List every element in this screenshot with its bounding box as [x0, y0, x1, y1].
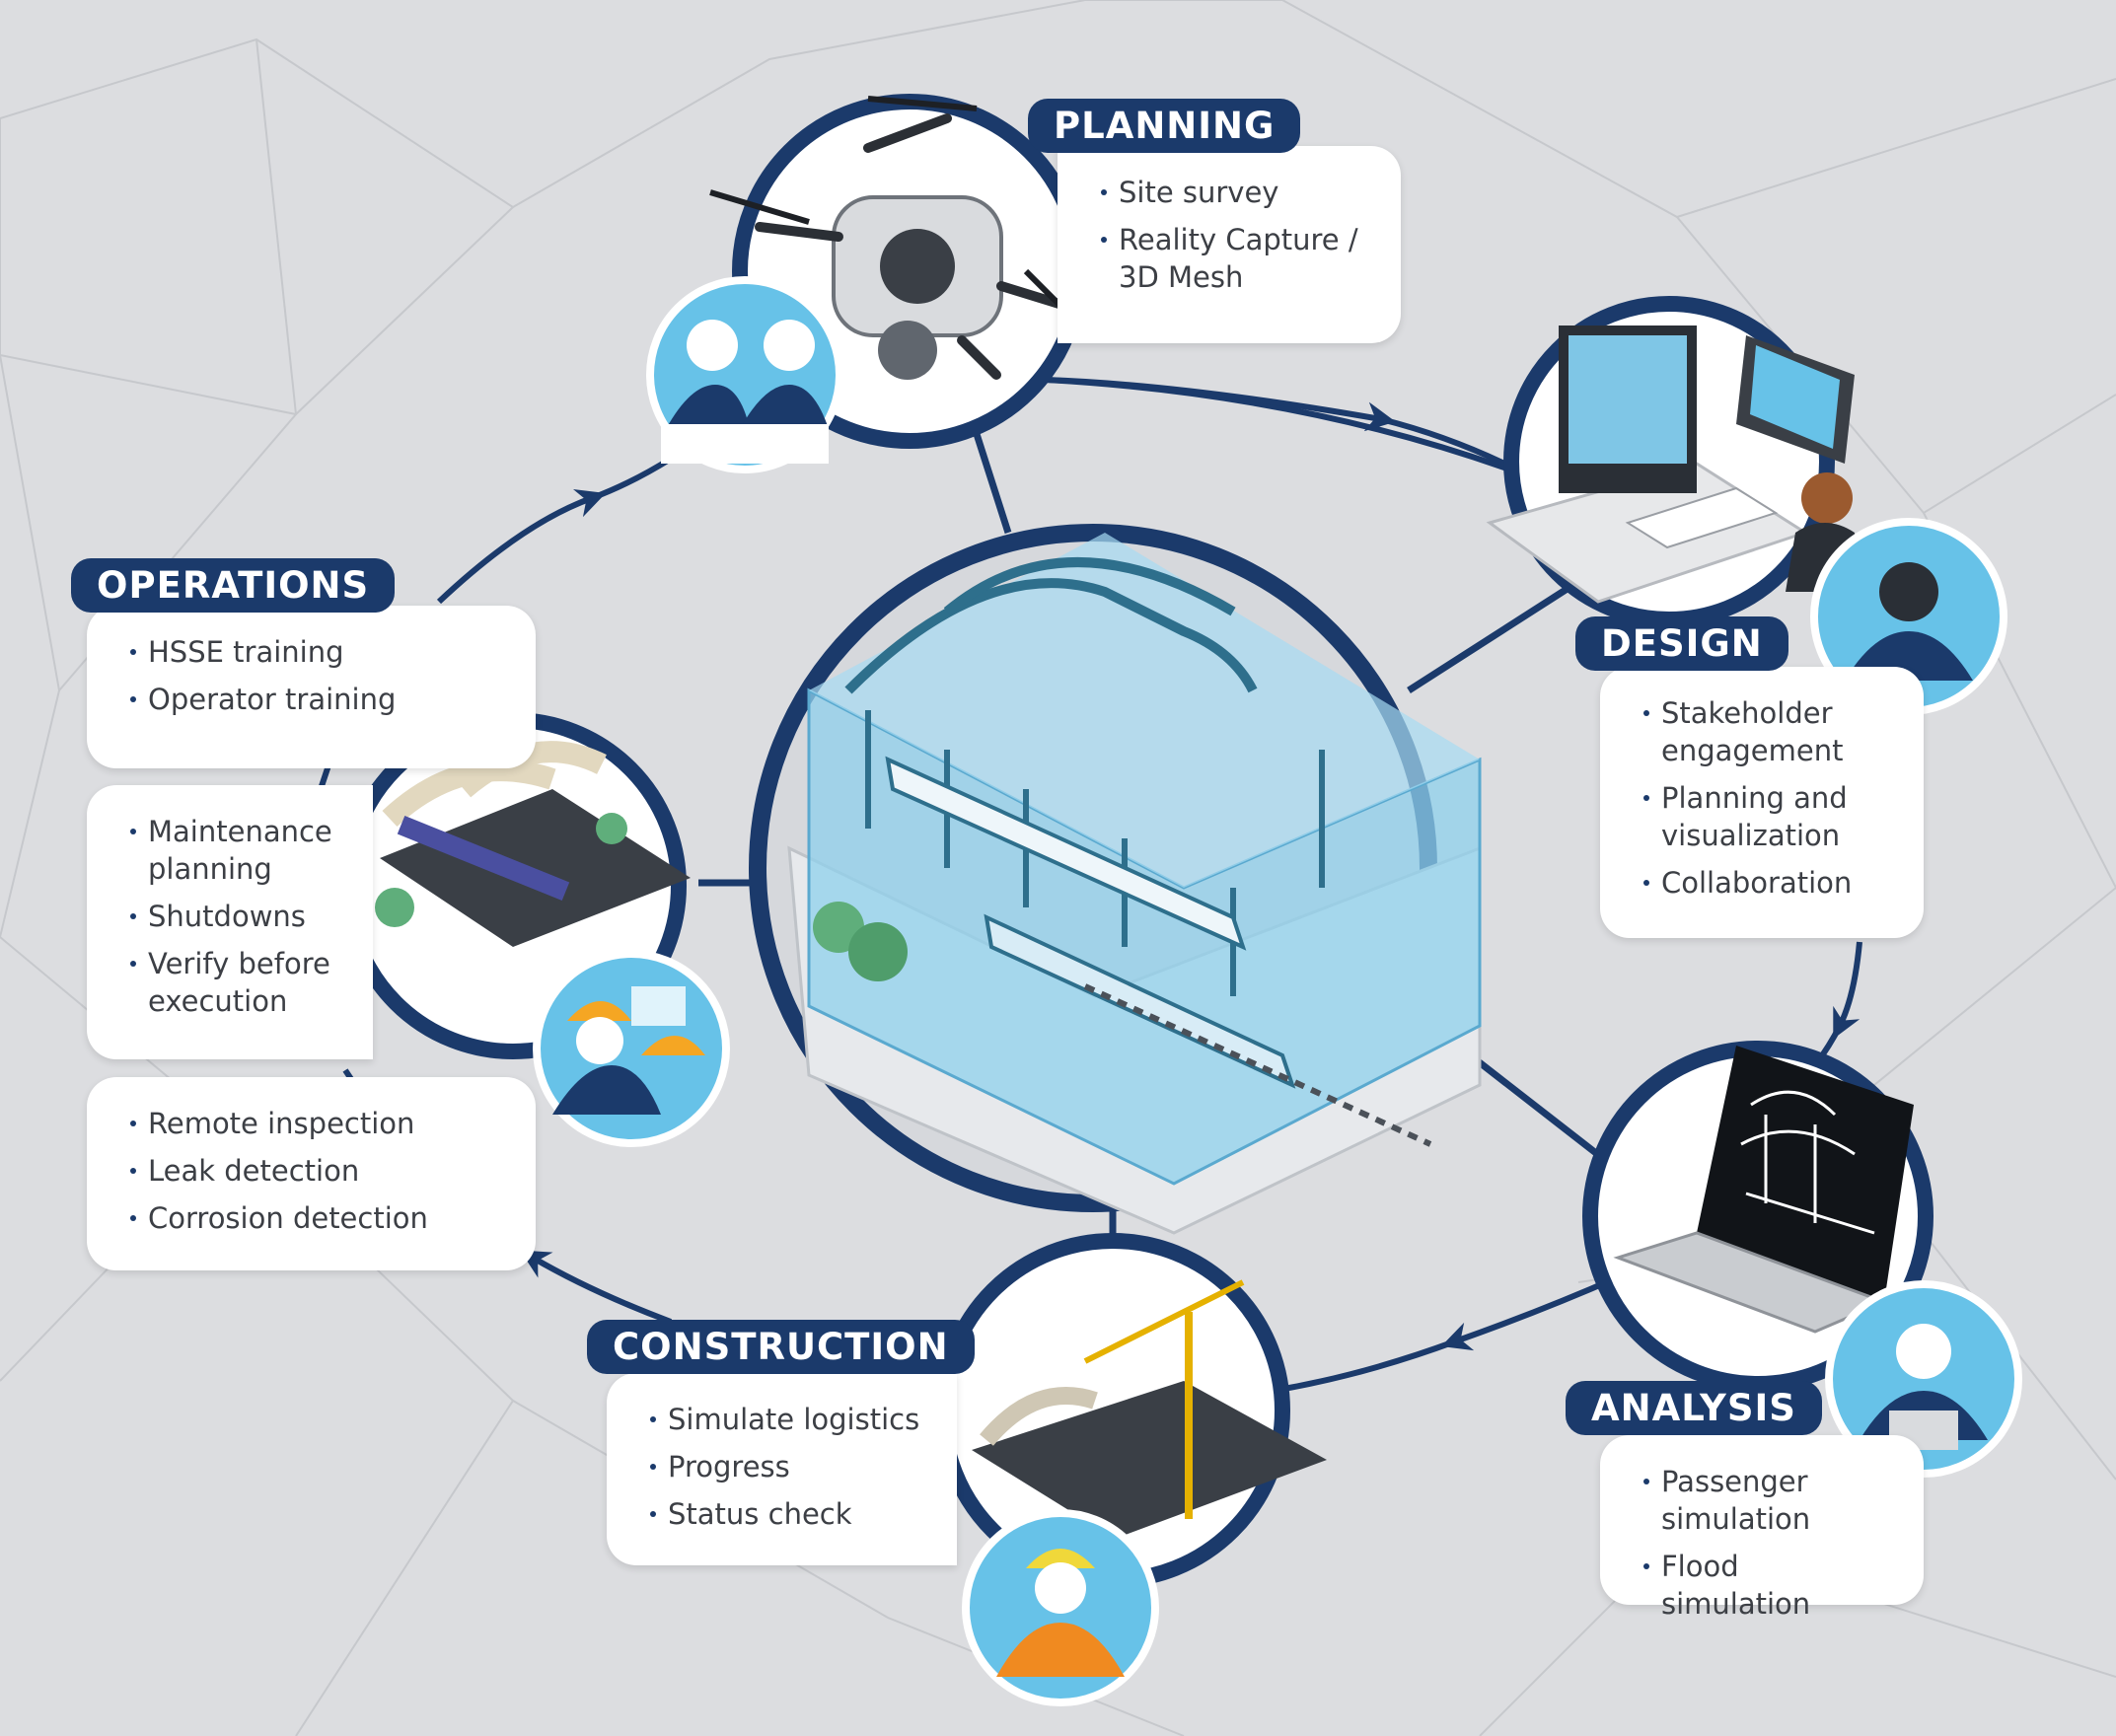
analysis-card: Passenger simulation Flood simulation: [1600, 1435, 1924, 1621]
arrow-analysis-to-construction: [1440, 1274, 1620, 1351]
operations-item: Maintenance planning: [130, 813, 345, 888]
design-title: DESIGN: [1575, 616, 1788, 671]
operations-item: Operator training: [130, 681, 508, 718]
design-item: Collaboration: [1643, 864, 1896, 902]
digital-twin-station-icon: [749, 524, 1482, 1235]
operations-maintenance-card: Maintenance planning Shutdowns Verify be…: [87, 785, 373, 1059]
operations-title: OPERATIONS: [71, 558, 396, 613]
arrow-construction-to-operations: [520, 1250, 673, 1325]
operations-inspection-card: Remote inspection Leak detection Corrosi…: [87, 1077, 536, 1270]
arrow-planning-to-design: [1045, 377, 1536, 481]
arrow-design-to-analysis: [1833, 941, 1862, 1040]
planning-card: Site survey Reality Capture / 3D Mesh: [1058, 146, 1401, 343]
operations-item: Shutdowns: [130, 898, 345, 935]
crane-icon: [935, 1233, 1327, 1588]
planning-item: Reality Capture / 3D Mesh: [1101, 221, 1373, 296]
operations-item: Leak detection: [130, 1152, 508, 1190]
construction-card: Simulate logistics Progress Status check: [607, 1373, 957, 1565]
analysis-item: Passenger simulation: [1643, 1463, 1896, 1538]
operations-item: HSSE training: [130, 633, 508, 671]
design-item: Planning and visualization: [1643, 779, 1896, 854]
construction-item: Progress: [650, 1448, 929, 1485]
construction-item: Status check: [650, 1495, 929, 1533]
construction-item: Simulate logistics: [650, 1401, 929, 1438]
analysis-item: Flood simulation: [1643, 1548, 1896, 1623]
arrow-operations-to-planning: [436, 488, 607, 605]
workstation-icon: [1486, 296, 1864, 627]
design-item: Stakeholder engagement: [1643, 694, 1896, 769]
analyst-icon: [1825, 1280, 2022, 1478]
construction-title: CONSTRUCTION: [587, 1320, 975, 1374]
laptop-icon: [1582, 1041, 1934, 1392]
operations-item: Corrosion detection: [130, 1199, 508, 1237]
people-icon: [646, 276, 843, 473]
operations-item: Verify before execution: [130, 945, 345, 1020]
planning-item: Site survey: [1101, 174, 1373, 211]
design-card: Stakeholder engagement Planning and visu…: [1600, 667, 1924, 938]
operations-training-card: HSSE training Operator training: [87, 606, 536, 768]
analysis-title: ANALYSIS: [1566, 1381, 1822, 1435]
construction-worker-icon: [962, 1509, 1159, 1706]
engineers-icon: [533, 950, 730, 1147]
operations-item: Remote inspection: [130, 1105, 508, 1142]
planning-title: PLANNING: [1028, 99, 1301, 153]
